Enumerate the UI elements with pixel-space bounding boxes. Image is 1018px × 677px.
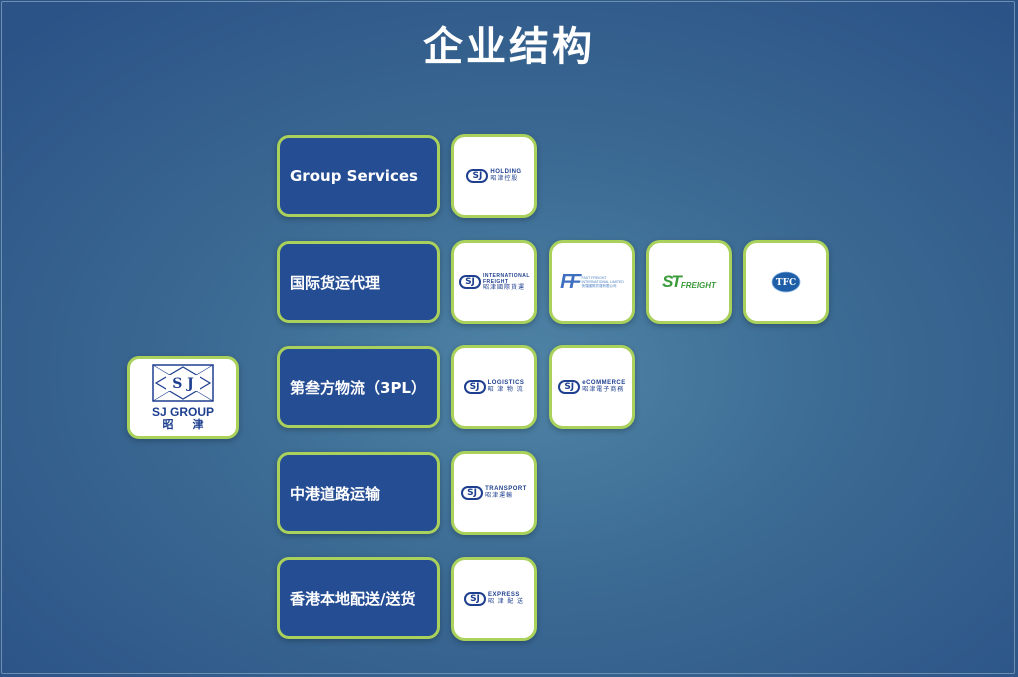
sj-group-mark-icon: S J bbox=[152, 364, 214, 402]
category-label: 国际货运代理 bbox=[290, 273, 381, 292]
category-label: 中港道路运输 bbox=[290, 484, 381, 503]
category-international-freight: 国际货运代理 bbox=[277, 241, 440, 323]
sj-mark-icon: SJ bbox=[463, 380, 486, 394]
sj-express-logo: SJ EXPRESS 昭 津 配 送 bbox=[451, 557, 537, 641]
sj-holding-logo: SJ HOLDING 昭津控股 bbox=[451, 134, 537, 218]
sj-international-freight-logo: SJ INTERNATIONAL FREIGHT 昭津國際貨運 bbox=[451, 240, 537, 324]
svg-text:TFC: TFC bbox=[776, 278, 796, 288]
category-3pl: 第叁方物流（3PL） bbox=[277, 346, 440, 428]
st-mark-icon: ST bbox=[662, 272, 682, 291]
root-name: SJ GROUP bbox=[151, 405, 214, 419]
sj-mark-icon: SJ bbox=[466, 169, 489, 183]
sj-logistics-logo: SJ LOGISTICS 昭 津 物 流 bbox=[451, 345, 537, 429]
category-local-delivery: 香港本地配送/送货 bbox=[277, 557, 440, 639]
fast-freight-logo: FF FAST FREIGHT INTERNATIONAL LIMITED 快運… bbox=[549, 240, 635, 324]
sj-mark-icon: SJ bbox=[459, 275, 481, 289]
sj-mark-icon: SJ bbox=[461, 486, 484, 500]
category-label: 第叁方物流（3PL） bbox=[290, 378, 426, 397]
sj-mark-icon: SJ bbox=[558, 380, 581, 394]
category-road-transport: 中港道路运输 bbox=[277, 452, 440, 534]
category-label: Group Services bbox=[290, 167, 418, 185]
st-freight-logo: ST FREIGHT bbox=[646, 240, 732, 324]
category-label: 香港本地配送/送货 bbox=[290, 589, 416, 608]
sj-mark-icon: SJ bbox=[463, 592, 486, 606]
page-title: 企业结构 bbox=[423, 24, 595, 70]
sj-group-mark-text: S J bbox=[172, 376, 194, 392]
ff-mark-icon: FF bbox=[560, 270, 582, 293]
tfc-logo: TFC bbox=[743, 240, 829, 324]
root-name-cn: 昭 津 bbox=[162, 419, 212, 431]
tfc-globe-icon: TFC bbox=[771, 271, 801, 293]
sj-transport-logo: SJ TRANSPORT 昭津運輸 bbox=[451, 451, 537, 535]
sj-ecommerce-logo: SJ eCOMMERCE 昭津電子商務 bbox=[549, 345, 635, 429]
category-group-services: Group Services bbox=[277, 135, 440, 217]
sj-group-logo: S J SJ GROUP 昭 津 bbox=[127, 356, 239, 439]
